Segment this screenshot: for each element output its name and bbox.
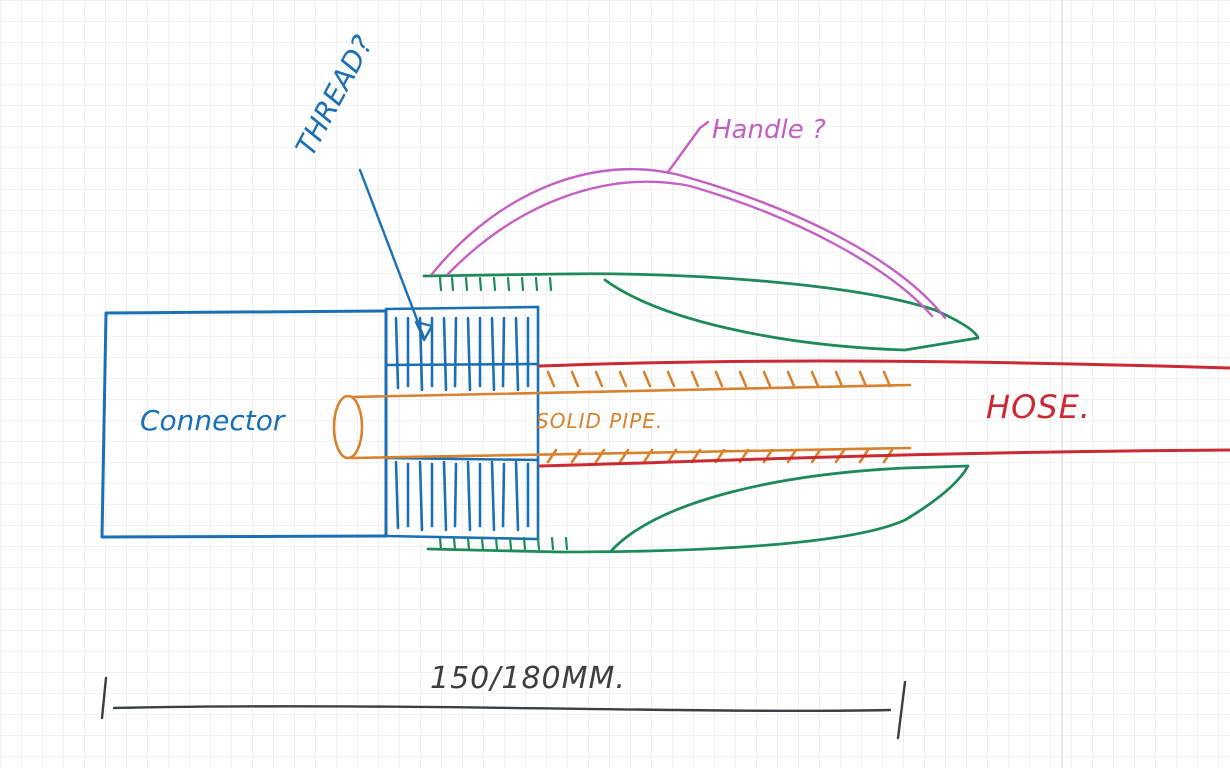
thread-section [384, 305, 540, 541]
thread-pointer-arrow [358, 168, 434, 342]
solid-pipe [332, 370, 912, 464]
grip-lower-outline [426, 464, 970, 554]
dimension-label: 150/180MM. [430, 661, 626, 696]
dimension-line [100, 676, 907, 740]
connector-label: Connector [140, 404, 286, 437]
handle-label: Handle ? [712, 115, 826, 145]
hose [538, 359, 1230, 468]
handle-arc [430, 120, 947, 320]
handle-leader-line [666, 120, 710, 174]
pipe-hatching-top [546, 370, 892, 388]
grip-ferrule [422, 272, 980, 554]
grip-teeth-bottom [438, 536, 569, 551]
pipe-open-end [332, 394, 364, 460]
solid-pipe-label: SOLID PIPE. [536, 409, 663, 433]
grip-teeth-top [438, 276, 553, 292]
thread-lines-top [394, 316, 530, 392]
thread-lines-bottom [394, 460, 530, 532]
hose-label: HOSE. [986, 388, 1091, 426]
grip-upper-outline [422, 272, 980, 352]
